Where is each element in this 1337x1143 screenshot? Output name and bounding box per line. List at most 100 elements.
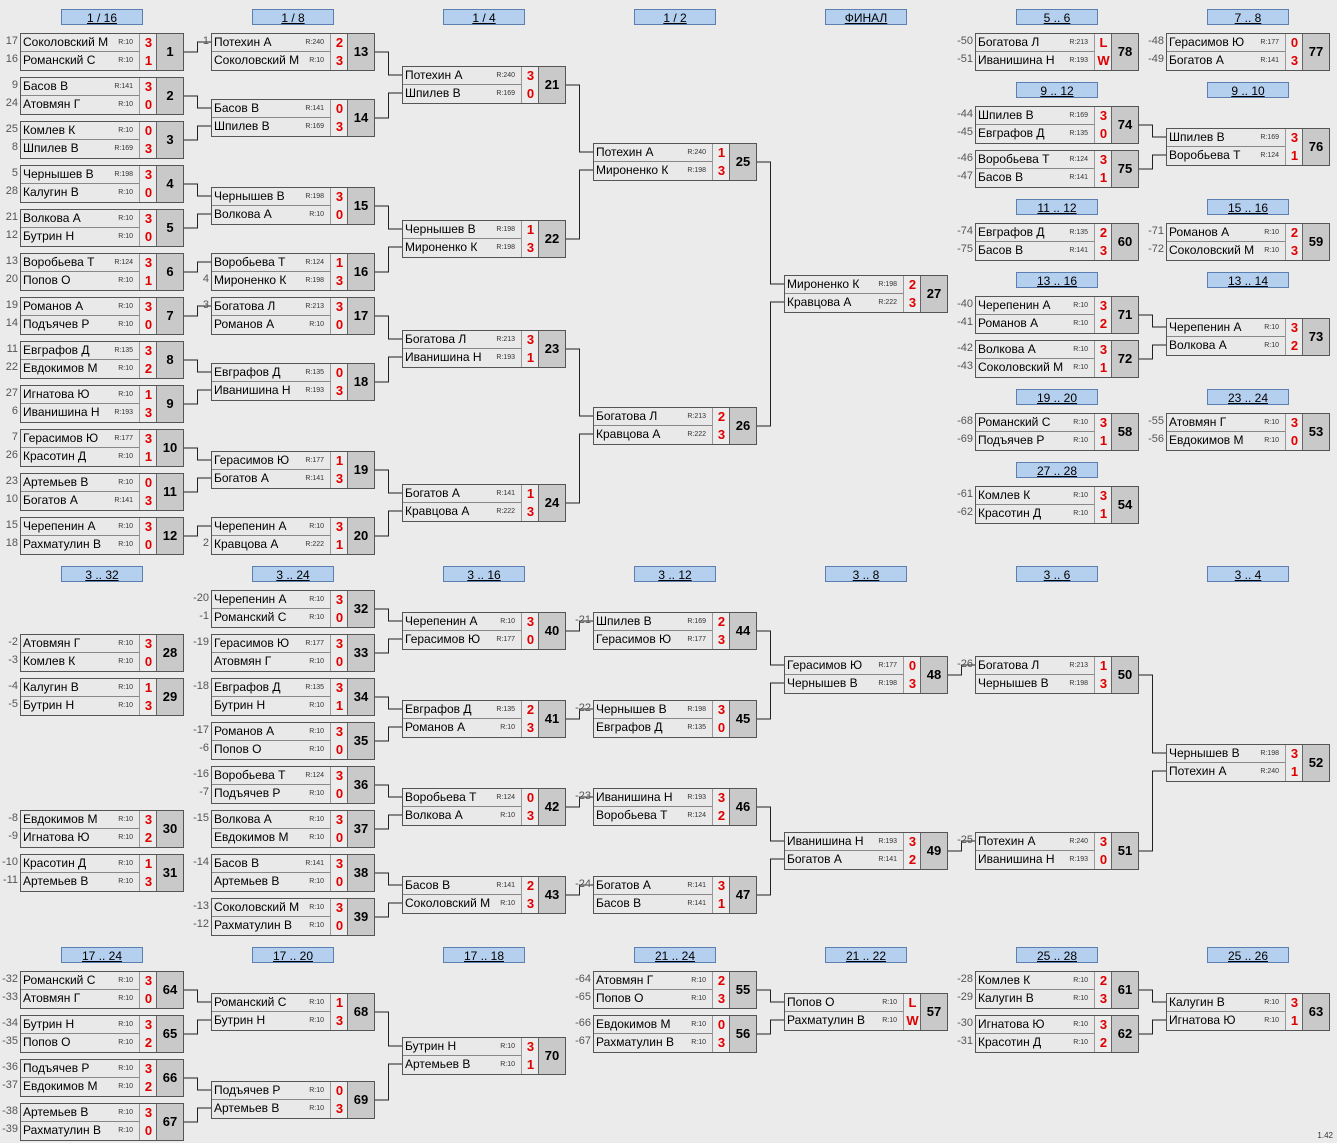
player-slot[interactable]: Романский СR:100 xyxy=(212,609,348,627)
match-12[interactable]: Черепенин АR:103Рахматулин ВR:10012 xyxy=(20,517,184,555)
match-45[interactable]: Чернышев ВR:1983Евграфов ДR:135045 xyxy=(593,700,757,738)
player-slot[interactable]: Воробьева ТR:1241 xyxy=(212,254,348,272)
player-slot[interactable]: Иванишина НR:1933 xyxy=(785,833,921,851)
player-slot[interactable]: Богатов АR:1413 xyxy=(212,470,348,488)
player-slot[interactable]: Герасимов ЮR:1771 xyxy=(212,452,348,470)
match-24[interactable]: Богатов АR:1411Кравцова АR:222324 xyxy=(402,484,566,522)
match-56[interactable]: Евдокимов МR:100Рахматулин ВR:10356 xyxy=(593,1015,757,1053)
player-slot[interactable]: Рахматулин ВR:100 xyxy=(21,1122,157,1140)
player-slot[interactable]: Бутрин НR:103 xyxy=(403,1038,539,1056)
match-67[interactable]: Артемьев ВR:103Рахматулин ВR:10067 xyxy=(20,1103,184,1141)
player-slot[interactable]: Атовмян ГR:100 xyxy=(212,653,348,671)
player-slot[interactable]: Подъячев РR:100 xyxy=(212,785,348,803)
player-slot[interactable]: Артемьев ВR:101 xyxy=(403,1056,539,1074)
player-slot[interactable]: Богатов АR:1413 xyxy=(594,877,730,895)
match-78[interactable]: Богатова ЛR:213LИванишина НR:193W78 xyxy=(975,33,1139,71)
match-4[interactable]: Чернышев ВR:1983Калугин ВR:1004 xyxy=(20,165,184,203)
match-74[interactable]: Шпилев ВR:1693Евграфов ДR:135074 xyxy=(975,106,1139,144)
match-33[interactable]: Герасимов ЮR:1773Атовмян ГR:10033 xyxy=(211,634,375,672)
player-slot[interactable]: Бутрин НR:103 xyxy=(212,1012,348,1030)
player-slot[interactable]: Артемьев ВR:103 xyxy=(21,873,157,891)
player-slot[interactable]: Бутрин НR:101 xyxy=(212,697,348,715)
player-slot[interactable]: Воробьева ТR:1241 xyxy=(1167,147,1303,165)
player-slot[interactable]: Артемьев ВR:103 xyxy=(21,1104,157,1122)
player-slot[interactable]: Волкова АR:102 xyxy=(1167,337,1303,355)
player-slot[interactable]: Попов ОR:102 xyxy=(21,1034,157,1052)
player-slot[interactable]: Артемьев ВR:103 xyxy=(212,1100,348,1118)
player-slot[interactable]: Басов ВR:1411 xyxy=(594,895,730,913)
player-slot[interactable]: Подъячев РR:100 xyxy=(21,316,157,334)
match-55[interactable]: Атовмян ГR:102Попов ОR:10355 xyxy=(593,971,757,1009)
match-25[interactable]: Потехин АR:2401Мироненко КR:198325 xyxy=(593,143,757,181)
player-slot[interactable]: Романов АR:103 xyxy=(21,298,157,316)
match-46[interactable]: Иванишина НR:1933Воробьева ТR:124246 xyxy=(593,788,757,826)
match-15[interactable]: Чернышев ВR:1983Волкова АR:10015 xyxy=(211,187,375,225)
player-slot[interactable]: Потехин АR:2403 xyxy=(976,833,1112,851)
player-slot[interactable]: Красотин ДR:101 xyxy=(976,505,1112,523)
match-50[interactable]: Богатова ЛR:2131Чернышев ВR:198350 xyxy=(975,656,1139,694)
match-21[interactable]: Потехин АR:2403Шпилев ВR:169021 xyxy=(402,66,566,104)
match-38[interactable]: Басов ВR:1413Артемьев ВR:10038 xyxy=(211,854,375,892)
match-68[interactable]: Романский СR:101Бутрин НR:10368 xyxy=(211,993,375,1031)
player-slot[interactable]: Черепенин АR:103 xyxy=(1167,319,1303,337)
player-slot[interactable]: Красотин ДR:101 xyxy=(21,448,157,466)
match-73[interactable]: Черепенин АR:103Волкова АR:10273 xyxy=(1166,318,1330,356)
player-slot[interactable]: Богатов АR:1413 xyxy=(1167,52,1303,70)
player-slot[interactable]: Соколовский МR:103 xyxy=(212,52,348,70)
match-26[interactable]: Богатова ЛR:2132Кравцова АR:222326 xyxy=(593,407,757,445)
player-slot[interactable]: Калугин ВR:103 xyxy=(976,990,1112,1008)
player-slot[interactable]: Воробьева ТR:1243 xyxy=(976,151,1112,169)
player-slot[interactable]: Мироненко КR:1983 xyxy=(403,239,539,257)
player-slot[interactable]: Попов ОR:101 xyxy=(21,272,157,290)
match-7[interactable]: Романов АR:103Подъячев РR:1007 xyxy=(20,297,184,335)
match-57[interactable]: Попов ОR:10LРахматулин ВR:10W57 xyxy=(784,993,948,1031)
player-slot[interactable]: Богатов АR:1411 xyxy=(403,485,539,503)
player-slot[interactable]: Потехин АR:2402 xyxy=(212,34,348,52)
match-3[interactable]: Комлев КR:100Шпилев ВR:16933 xyxy=(20,121,184,159)
player-slot[interactable]: Красотин ДR:102 xyxy=(976,1034,1112,1052)
player-slot[interactable]: Бутрин НR:100 xyxy=(21,228,157,246)
player-slot[interactable]: Волкова АR:103 xyxy=(21,210,157,228)
player-slot[interactable]: Шпилев ВR:1693 xyxy=(1167,129,1303,147)
player-slot[interactable]: Кравцова АR:2223 xyxy=(785,294,921,312)
player-slot[interactable]: Воробьева ТR:1243 xyxy=(21,254,157,272)
player-slot[interactable]: Герасимов ЮR:1773 xyxy=(212,635,348,653)
player-slot[interactable]: Артемьев ВR:100 xyxy=(21,474,157,492)
player-slot[interactable]: Иванишина НR:1930 xyxy=(976,851,1112,869)
match-75[interactable]: Воробьева ТR:1243Басов ВR:141175 xyxy=(975,150,1139,188)
player-slot[interactable]: Бутрин НR:103 xyxy=(21,697,157,715)
player-slot[interactable]: Потехин АR:2401 xyxy=(594,144,730,162)
player-slot[interactable]: Богатова ЛR:2133 xyxy=(212,298,348,316)
player-slot[interactable]: Евдокимов МR:100 xyxy=(1167,432,1303,450)
player-slot[interactable]: Игнатова ЮR:103 xyxy=(976,1016,1112,1034)
player-slot[interactable]: Евдокимов МR:100 xyxy=(594,1016,730,1034)
match-69[interactable]: Подъячев РR:100Артемьев ВR:10369 xyxy=(211,1081,375,1119)
match-35[interactable]: Романов АR:103Попов ОR:10035 xyxy=(211,722,375,760)
match-72[interactable]: Волкова АR:103Соколовский МR:10172 xyxy=(975,340,1139,378)
player-slot[interactable]: Рахматулин ВR:103 xyxy=(594,1034,730,1052)
player-slot[interactable]: Романов АR:103 xyxy=(212,723,348,741)
player-slot[interactable]: Богатова ЛR:2132 xyxy=(594,408,730,426)
player-slot[interactable]: Басов ВR:1410 xyxy=(212,100,348,118)
player-slot[interactable]: Романский СR:101 xyxy=(212,994,348,1012)
player-slot[interactable]: Воробьева ТR:1243 xyxy=(212,767,348,785)
player-slot[interactable]: Евграфов ДR:1350 xyxy=(212,364,348,382)
match-41[interactable]: Евграфов ДR:1352Романов АR:10341 xyxy=(402,700,566,738)
player-slot[interactable]: Атовмян ГR:100 xyxy=(21,96,157,114)
match-39[interactable]: Соколовский МR:103Рахматулин ВR:10039 xyxy=(211,898,375,936)
match-53[interactable]: Атовмян ГR:103Евдокимов МR:10053 xyxy=(1166,413,1330,451)
match-49[interactable]: Иванишина НR:1933Богатов АR:141249 xyxy=(784,832,948,870)
player-slot[interactable]: Евдокимов МR:102 xyxy=(21,360,157,378)
player-slot[interactable]: Герасимов ЮR:1770 xyxy=(1167,34,1303,52)
player-slot[interactable]: Атовмян ГR:100 xyxy=(21,990,157,1008)
player-slot[interactable]: Шпилев ВR:1692 xyxy=(594,613,730,631)
match-70[interactable]: Бутрин НR:103Артемьев ВR:10170 xyxy=(402,1037,566,1075)
player-slot[interactable]: Попов ОR:103 xyxy=(594,990,730,1008)
player-slot[interactable]: Соколовский МR:103 xyxy=(1167,242,1303,260)
player-slot[interactable]: Калугин ВR:103 xyxy=(1167,994,1303,1012)
match-28[interactable]: Атовмян ГR:103Комлев КR:10028 xyxy=(20,634,184,672)
match-65[interactable]: Бутрин НR:103Попов ОR:10265 xyxy=(20,1015,184,1053)
player-slot[interactable]: Басов ВR:1413 xyxy=(212,855,348,873)
player-slot[interactable]: Шпилев ВR:1693 xyxy=(212,118,348,136)
player-slot[interactable]: Богатова ЛR:2131 xyxy=(976,657,1112,675)
